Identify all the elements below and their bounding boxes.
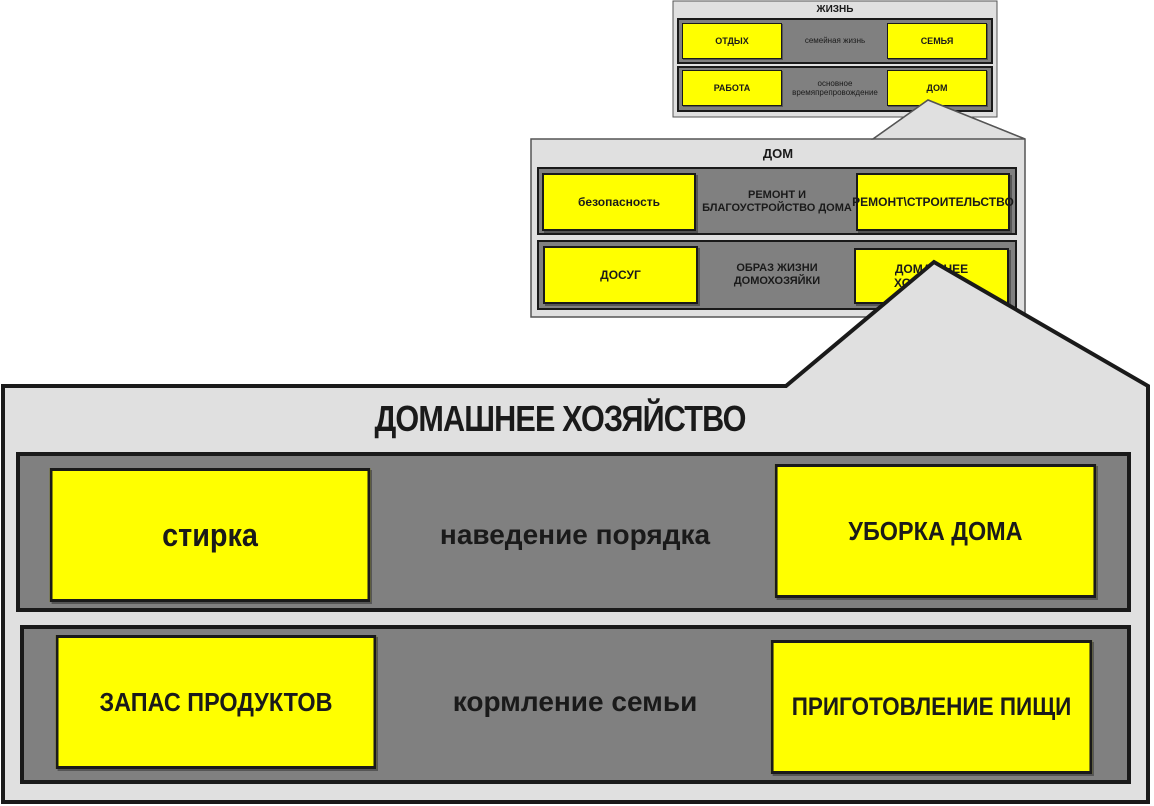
- level-1-row-1-middle: семейная жизнь: [804, 36, 866, 46]
- level-3-row-1-right: УБОРКА ДОМА: [774, 464, 1097, 598]
- level-3-row-2-middle: кормление семьи: [452, 685, 698, 717]
- level-2-row-1-middle: РЕМОНТ И БЛАГОУСТРОЙСТВО ДОМА: [702, 189, 852, 214]
- level-2-row-2-left: ДОСУГ: [543, 246, 698, 304]
- level-3-row-2-left: ЗАПАС ПРОДУКТОВ: [55, 635, 377, 769]
- level-1-title: ЖИЗНЬ: [816, 4, 854, 15]
- level-2-title: ДОМ: [762, 146, 794, 161]
- level-3-title: ДОМАШНЕЕ ХОЗЯЙСТВО: [374, 398, 746, 439]
- level-1-row-1-left: ОТДЫХ: [682, 23, 782, 59]
- level-1-row-1-right: СЕМЬЯ: [887, 23, 987, 59]
- level-2-row-1-right: РЕМОНТ\СТРОИТЕЛЬСТВО: [852, 173, 1014, 231]
- level-3-row-2-right: ПРИГОТОВЛЕНИЕ ПИЩИ: [770, 640, 1093, 774]
- level-3-row-1-left: стирка: [49, 468, 371, 602]
- level-2-row-1-left: безопасность: [542, 173, 696, 231]
- level-2-row-2-middle: ОБРАЗ ЖИЗНИ ДОМОХОЗЯЙКИ: [733, 262, 821, 287]
- level-1-row-2-middle: основное времяпрепровождение: [792, 78, 878, 97]
- level-3-row-1-middle: наведение порядка: [439, 518, 711, 550]
- level-1-row-2-left: РАБОТА: [682, 70, 782, 106]
